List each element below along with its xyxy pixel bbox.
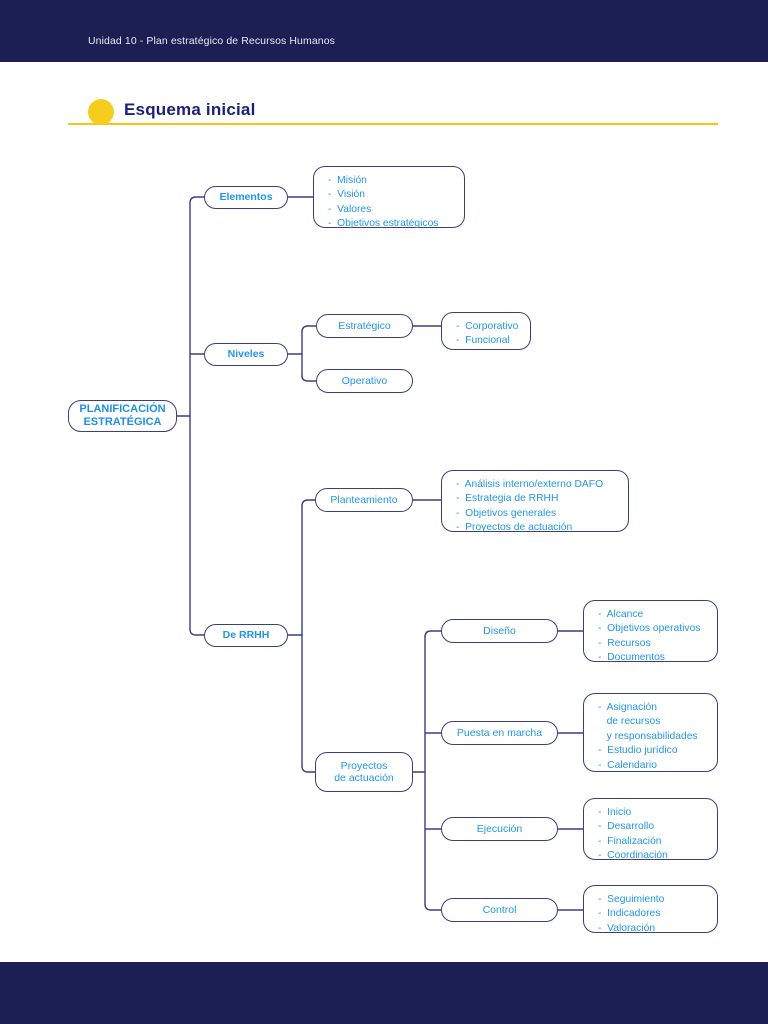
list-item: - Alcance bbox=[598, 609, 644, 620]
list-item: - Desarrollo bbox=[598, 821, 655, 833]
list-estrategico: - Corporativo - Funcional bbox=[441, 312, 531, 350]
list-item: - Inicio bbox=[598, 807, 632, 818]
node-diseno[interactable]: Diseño bbox=[441, 619, 558, 643]
list-item: y responsabilidades bbox=[598, 730, 698, 742]
list-item: - Estrategia de RRHH bbox=[456, 493, 559, 505]
list-diseno: - Alcance - Objetivos operativos - Recur… bbox=[583, 600, 718, 664]
node-proyectos-de-actuacion[interactable]: Proyectos de actuación bbox=[315, 752, 413, 792]
page-title: Esquema inicial bbox=[124, 100, 256, 119]
list-item: - Coordinación bbox=[598, 850, 668, 862]
list-item: - Valoración bbox=[598, 922, 656, 934]
node-planteamiento[interactable]: Planteamiento bbox=[315, 488, 413, 512]
footer-band bbox=[0, 962, 768, 1024]
breadcrumb: Unidad 10 - Plan estratégico de Recursos… bbox=[88, 35, 336, 47]
node-elementos[interactable]: Elementos bbox=[204, 186, 288, 209]
list-item: de recursos bbox=[598, 716, 661, 728]
list-item: - Recursos bbox=[598, 637, 651, 649]
list-item: - Estudio jurídico bbox=[598, 745, 678, 757]
title-divider bbox=[68, 123, 718, 125]
list-item: - Objetivos estratégicos bbox=[328, 218, 439, 230]
list-item: - Visión bbox=[328, 189, 366, 201]
node-estrategico[interactable]: Estratégico bbox=[316, 314, 413, 338]
node-niveles[interactable]: Niveles bbox=[204, 343, 288, 366]
list-item: - Corporativo bbox=[456, 321, 519, 332]
list-item: - Documentos bbox=[598, 652, 665, 664]
bullet-dot-icon bbox=[88, 99, 114, 125]
list-planteamiento: - Análisis interno/externo DAFO - Estrat… bbox=[441, 470, 629, 534]
list-item: - Objetivos operativos bbox=[598, 623, 701, 635]
node-puesta-en-marcha[interactable]: Puesta en marcha bbox=[441, 721, 558, 745]
list-control: - Seguimiento - Indicadores - Valoración bbox=[583, 885, 718, 934]
node-planificacion-estrategica[interactable]: PLANIFICACIÓN ESTRATÉGICA bbox=[68, 400, 177, 432]
list-item: - Valores bbox=[328, 203, 372, 215]
list-item: - Proyectos de actuación bbox=[456, 522, 573, 534]
node-ejecucion[interactable]: Ejecución bbox=[441, 817, 558, 841]
list-item: - Análisis interno/externo DAFO bbox=[456, 479, 604, 490]
list-item: - Asignación bbox=[598, 702, 657, 713]
node-de-rrhh[interactable]: De RRHH bbox=[204, 624, 288, 647]
list-puesta-en-marcha: - Asignación de recursos y responsabilid… bbox=[583, 693, 718, 772]
list-item: - Objetivos generales bbox=[456, 507, 557, 519]
header-band: Unidad 10 - Plan estratégico de Recursos… bbox=[0, 0, 768, 62]
list-elementos: - Misión - Visión - Valores - Objetivos … bbox=[313, 166, 465, 230]
list-item: - Funcional bbox=[456, 335, 510, 347]
list-item: - Indicadores bbox=[598, 908, 661, 920]
node-operativo[interactable]: Operativo bbox=[316, 369, 413, 393]
list-item: - Seguimiento bbox=[598, 894, 665, 905]
node-control[interactable]: Control bbox=[441, 898, 558, 922]
list-item: - Misión bbox=[328, 175, 367, 186]
list-ejecucion: - Inicio - Desarrollo - Finalización - C… bbox=[583, 798, 718, 862]
list-item: - Finalización bbox=[598, 835, 662, 847]
list-item: - Calendario bbox=[598, 759, 657, 771]
